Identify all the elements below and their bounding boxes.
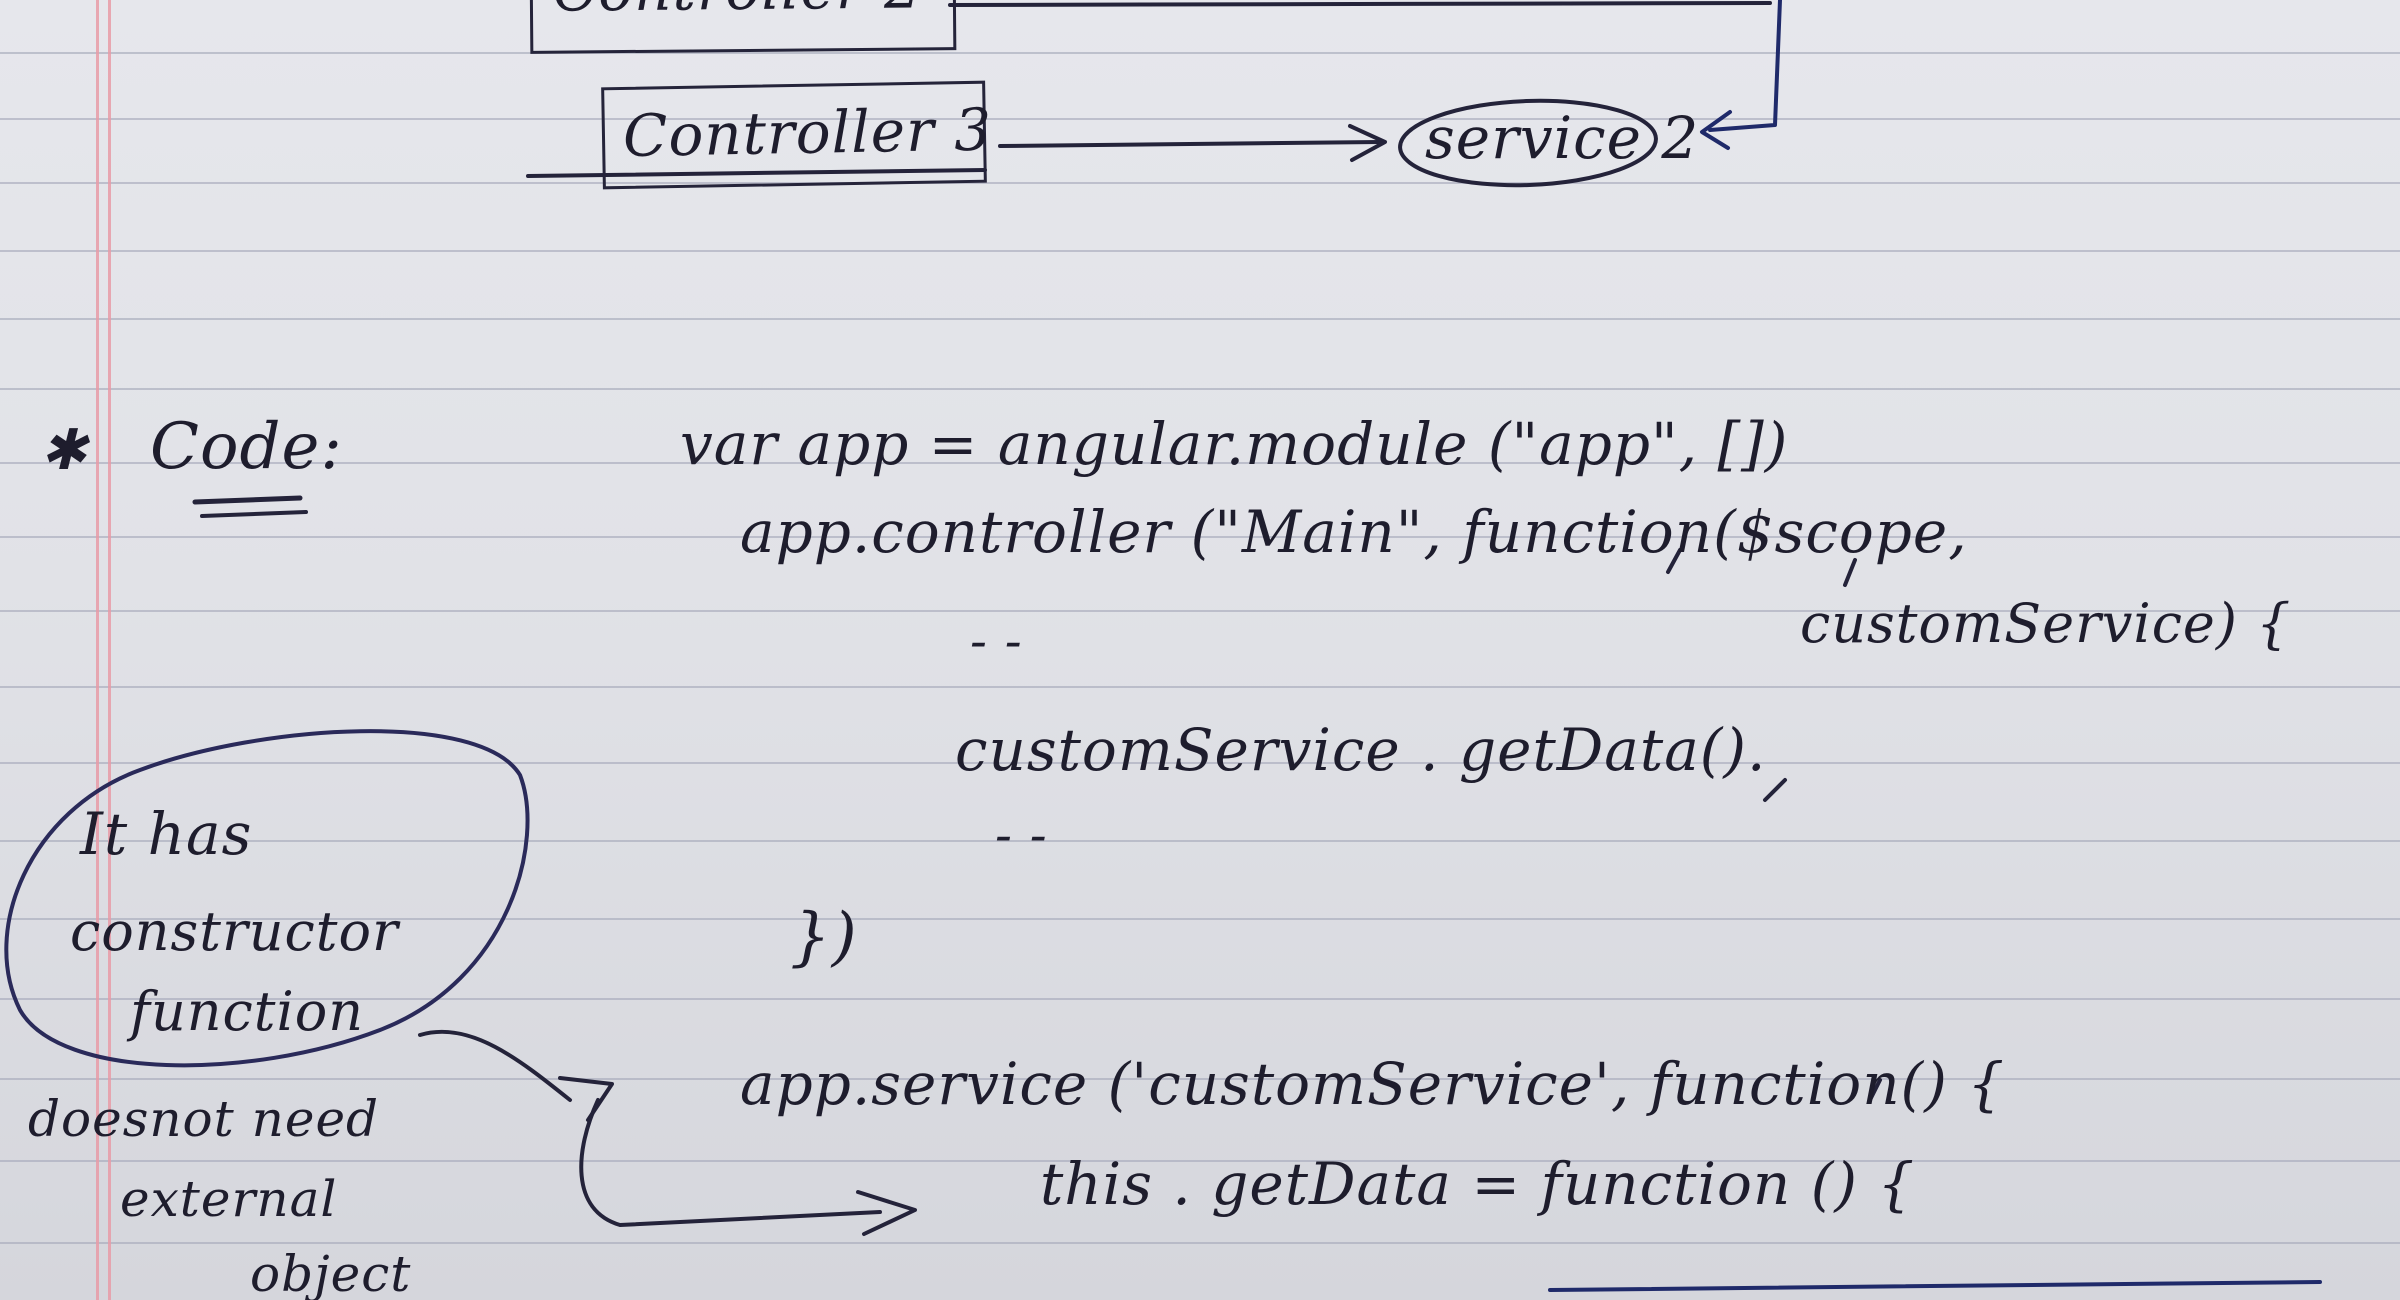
tick-mark bbox=[1843, 558, 1857, 587]
ruled-line bbox=[0, 762, 2400, 764]
arrow-controller-to-service bbox=[998, 140, 1382, 148]
connector-line bbox=[948, 1, 1772, 7]
side-note-line-3: object bbox=[250, 1245, 412, 1300]
ruled-line bbox=[0, 918, 2400, 920]
service-ellipse bbox=[1398, 98, 1658, 188]
ruled-line bbox=[0, 462, 2400, 464]
ruled-line bbox=[0, 610, 2400, 612]
ruled-line bbox=[0, 118, 2400, 120]
code-underline bbox=[200, 510, 308, 518]
margin-line bbox=[96, 0, 99, 1300]
code-line-1: var app = angular.module ("app", []) bbox=[680, 410, 1789, 478]
code-line-5: customService . getData(). bbox=[955, 716, 1767, 784]
ruled-line bbox=[0, 998, 2400, 1000]
ruled-line bbox=[0, 840, 2400, 842]
code-line-2: app.controller ("Main", function($scope, bbox=[740, 498, 1968, 566]
ruled-line bbox=[0, 686, 2400, 688]
star-mark: ✱ bbox=[40, 418, 88, 483]
ruled-line bbox=[0, 1160, 2400, 1162]
code-line-9: this . getData = function () { bbox=[1040, 1150, 1916, 1218]
code-line-6: - - bbox=[995, 806, 1048, 864]
ruled-line bbox=[0, 250, 2400, 252]
ruled-line bbox=[0, 388, 2400, 390]
arrowhead bbox=[1348, 124, 1387, 162]
tick-mark bbox=[1763, 778, 1787, 802]
underline bbox=[526, 168, 987, 178]
code-line-7: }) bbox=[790, 900, 858, 974]
circle-note-line-2: constructor bbox=[70, 900, 399, 963]
code-line-3: customService) { bbox=[1800, 592, 2292, 655]
circle-note-line-1: It has bbox=[80, 800, 253, 868]
connector-line bbox=[1708, 0, 1782, 132]
margin-line bbox=[108, 0, 111, 1300]
arrowhead bbox=[856, 1190, 917, 1236]
code-line-4: - - bbox=[970, 612, 1023, 670]
service-2-label: service 2 bbox=[1425, 104, 1700, 172]
ruled-line bbox=[0, 182, 2400, 184]
note-circle bbox=[4, 729, 530, 1068]
code-underline bbox=[192, 495, 303, 505]
note-arrow bbox=[418, 1029, 572, 1102]
circle-note-line-3: function bbox=[130, 980, 365, 1043]
note-arrow bbox=[579, 1098, 882, 1227]
ruled-line bbox=[0, 318, 2400, 320]
side-note-line-2: external bbox=[120, 1170, 338, 1228]
code-line-8: app.service ('customService', function()… bbox=[740, 1050, 2006, 1118]
tick-mark bbox=[1868, 1078, 1882, 1102]
ruled-line bbox=[0, 1242, 2400, 1244]
ruled-line bbox=[0, 1078, 2400, 1080]
ruled-line bbox=[0, 52, 2400, 54]
tick-mark bbox=[1666, 548, 1682, 574]
underline bbox=[1548, 1280, 2322, 1292]
side-note-line-1: doesnot need bbox=[28, 1090, 380, 1148]
code-heading: Code: bbox=[150, 410, 343, 484]
arrowhead bbox=[1700, 110, 1732, 150]
ruled-line bbox=[0, 536, 2400, 538]
